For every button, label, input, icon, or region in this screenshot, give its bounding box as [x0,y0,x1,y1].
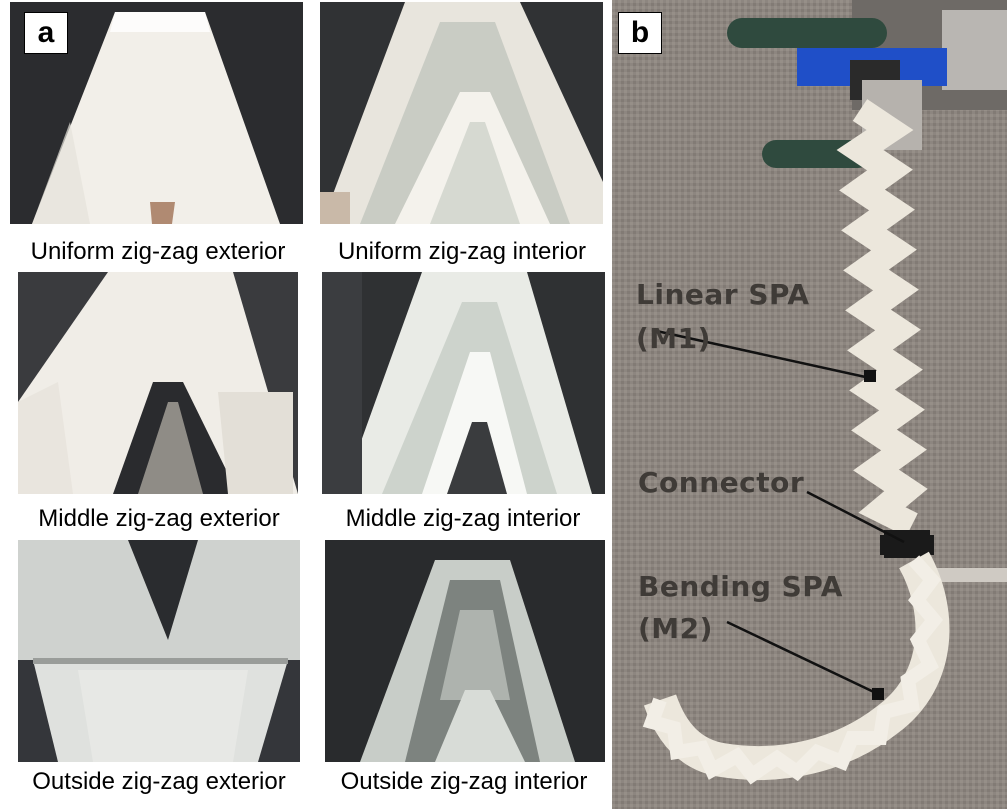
label-bending-spa-id: (M2) [638,612,713,645]
photo-actuator-on-fabric [612,0,1007,809]
caption-outside-exterior: Outside zig-zag exterior [32,768,286,795]
panel-label-a: a [24,12,68,54]
photo-middle-interior [322,272,605,494]
photo-outside-exterior [18,540,300,762]
photo-uniform-interior [320,2,603,224]
label-linear-spa-id: (M1) [636,322,711,355]
photo-outside-interior [325,540,605,762]
caption-middle-exterior: Middle zig-zag exterior [38,505,280,532]
photo-uniform-exterior [10,2,303,224]
caption-middle-interior: Middle zig-zag interior [345,505,581,532]
photo-middle-exterior [18,272,298,494]
label-linear-spa: Linear SPA [636,278,810,311]
caption-uniform-exterior: Uniform zig-zag exterior [30,238,286,265]
label-connector: Connector [638,466,805,499]
caption-uniform-interior: Uniform zig-zag interior [337,238,587,265]
caption-outside-interior: Outside zig-zag interior [340,768,588,795]
panel-label-b: b [618,12,662,54]
label-bending-spa: Bending SPA [638,570,843,603]
